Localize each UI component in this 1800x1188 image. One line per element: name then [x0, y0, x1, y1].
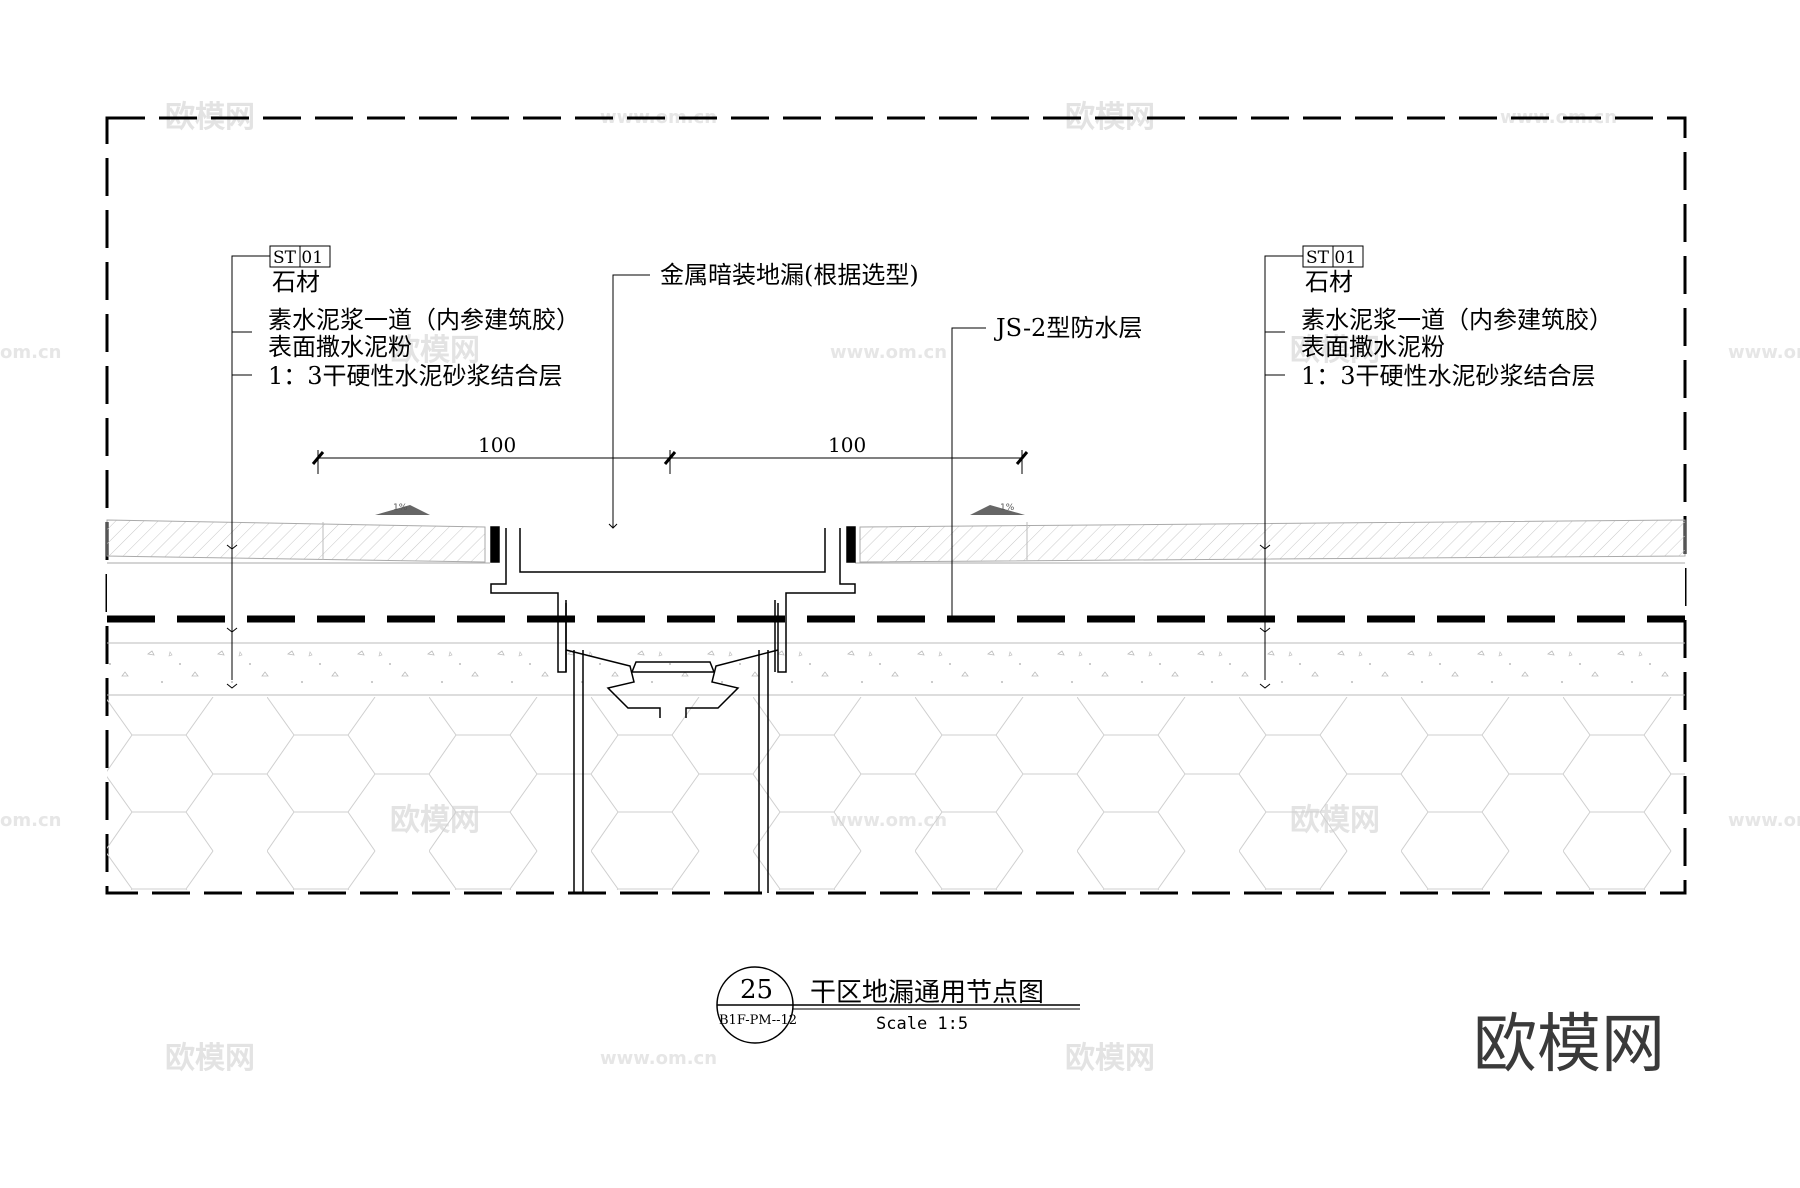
concrete-layer: [107, 642, 1685, 696]
watermark-brand: 欧模网: [165, 1041, 255, 1076]
brand-logo: 欧模网: [1473, 1008, 1665, 1082]
slope-marker-left: 1%: [375, 503, 430, 515]
watermark-url: www.om.cn: [1728, 810, 1800, 831]
left-material-tag: ST 01 石材 素水泥浆一道（内参建筑胶） 表面撒水泥粉 1：3干硬性水泥砂浆…: [268, 245, 580, 390]
left-layer-1a: 素水泥浆一道（内参建筑胶）: [268, 306, 580, 334]
drawing-scale: Scale 1:5: [876, 1014, 968, 1034]
right-tag-material: 石材: [1305, 268, 1353, 296]
right-tag-code: ST 01: [1306, 248, 1356, 268]
title-block: 25 B1F-PM--12 干区地漏通用节点图 Scale 1:5: [716, 966, 1080, 1044]
watermark-brand: 欧模网: [1290, 333, 1380, 368]
left-tag-material: 石材: [272, 268, 320, 296]
dimension-right: 100: [828, 433, 866, 457]
watermark-brand: 欧模网: [1065, 1041, 1155, 1076]
right-layer-1a: 素水泥浆一道（内参建筑胶）: [1301, 306, 1613, 334]
section-boundary: [105, 116, 1687, 895]
watermark-url: www.om.cn: [600, 1048, 717, 1069]
dimension-line: [311, 450, 1029, 474]
right-layer-2: 1：3干硬性水泥砂浆结合层: [1301, 362, 1596, 390]
left-tag-code: ST 01: [273, 248, 323, 268]
stone-layer: [106, 519, 1686, 563]
slope-left-text: 1%: [393, 503, 408, 513]
right-layer-1b: 表面撒水泥粉: [1301, 333, 1445, 361]
watermark-url: www.om.cn: [830, 342, 947, 363]
detail-number: 25: [740, 975, 773, 1005]
watermark-brand: 欧模网: [390, 333, 480, 368]
left-layer-2: 1：3干硬性水泥砂浆结合层: [268, 362, 563, 390]
watermark-url: om.cn: [0, 810, 61, 831]
left-layer-1b: 表面撒水泥粉: [268, 333, 412, 361]
waterproof-label: JS-2型防水层: [993, 314, 1142, 342]
right-material-tag: ST 01 石材 素水泥浆一道（内参建筑胶） 表面撒水泥粉 1：3干硬性水泥砂浆…: [1301, 245, 1613, 390]
drain-label: 金属暗装地漏(根据选型): [660, 261, 919, 289]
leader-lines: [226, 255, 1303, 689]
mortar-layer: [107, 562, 1685, 618]
sheet-reference: B1F-PM--12: [719, 1013, 797, 1028]
watermark-url: om.cn: [0, 342, 61, 363]
drawing-title: 干区地漏通用节点图: [810, 978, 1044, 1008]
watermark-url: www.om.cn: [1500, 107, 1617, 128]
insulation-layer: [107, 697, 1685, 890]
dimension-left: 100: [478, 433, 516, 457]
slope-right-text: 1%: [1000, 503, 1015, 513]
slope-marker-right: 1%: [970, 503, 1025, 515]
watermark-url: www.om.cn: [1728, 342, 1800, 363]
floor-drain: [490, 526, 856, 893]
